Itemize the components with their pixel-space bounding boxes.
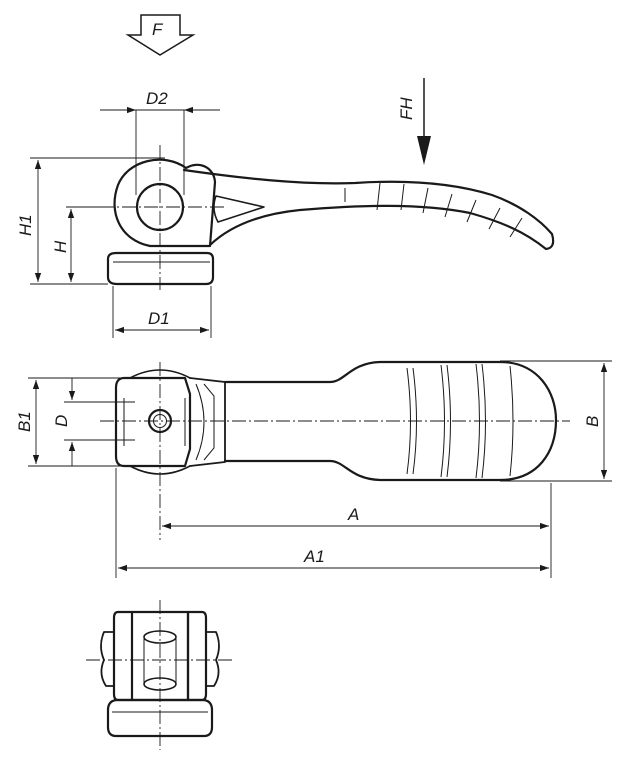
side-view-base-pad <box>106 251 215 286</box>
top-view: B1 D B A A1 <box>15 360 612 578</box>
dimension-label-h: H <box>51 240 70 253</box>
dimension-label-b: B <box>583 416 602 427</box>
top-view-clevis-head <box>114 376 192 468</box>
dimension-label-b1: B1 <box>15 411 34 432</box>
side-view-lever-arm <box>182 168 555 251</box>
side-view-cam-head <box>113 158 217 248</box>
side-view-cam-window <box>213 195 265 223</box>
dimension-label-a: A <box>347 505 359 524</box>
dimension-label-d2: D2 <box>146 89 168 108</box>
force-label-f: F <box>152 20 164 39</box>
front-view-base-pad <box>106 698 214 738</box>
dimension-label-d1: D1 <box>148 309 170 328</box>
dimension-label-a1: A1 <box>303 547 325 566</box>
force-arrow-f: F <box>125 14 196 56</box>
dimension-label-d: D <box>52 415 71 427</box>
hand-force-label-fh: FH <box>397 97 416 120</box>
hand-force-arrow-fh: FH <box>397 78 431 165</box>
top-view-lever-handle <box>223 360 558 482</box>
dimension-label-h1: H1 <box>16 214 35 236</box>
side-view: D2 H1 H D1 <box>16 89 555 338</box>
front-view <box>86 600 234 750</box>
